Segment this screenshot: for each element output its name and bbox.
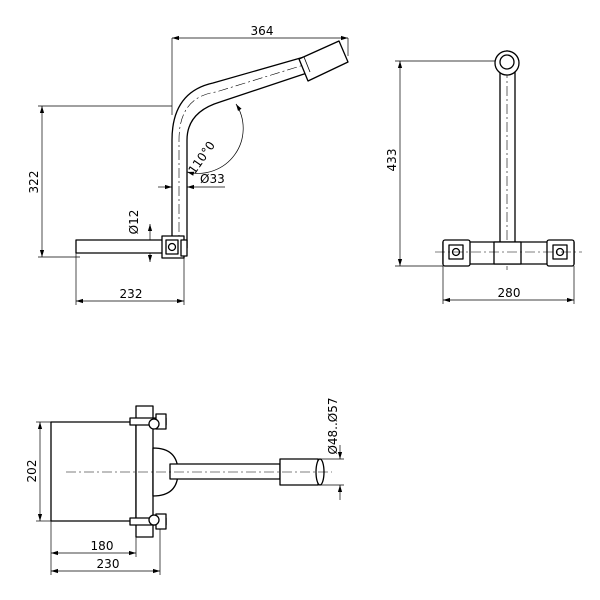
side-bent-pipe <box>171 56 311 249</box>
front-view: 433 280 <box>385 50 582 304</box>
dim-top-inner-width: 180 <box>91 539 114 553</box>
dim-front-height: 433 <box>385 149 399 172</box>
side-clamp-cap <box>180 239 188 257</box>
dim-side-height: 322 <box>27 171 41 194</box>
side-view: 364 322 110°0 Ø33 Ø12 232 <box>27 24 349 305</box>
top-clamp-body <box>50 421 137 522</box>
dim-side-pipe-diameter: Ø33 <box>200 172 225 186</box>
top-view: Ø48..Ø57 202 180 230 <box>25 397 344 575</box>
front-bracket-collar <box>493 241 522 265</box>
front-pipe <box>499 63 516 251</box>
top-plate-hole-lower <box>148 514 160 526</box>
dim-side-rod-diameter: Ø12 <box>127 210 141 235</box>
side-clamp-bolt <box>167 242 177 252</box>
dim-side-width-bottom: 232 <box>120 287 143 301</box>
top-pipe <box>169 463 281 480</box>
top-plate-hole-upper <box>148 418 160 430</box>
dim-side-width-top: 364 <box>251 24 274 38</box>
dim-top-pipe-end-diameter: Ø48..Ø57 <box>326 397 340 454</box>
front-pipe-top-inner <box>499 54 515 70</box>
side-pipe-sleeve <box>298 40 349 82</box>
dim-front-width: 280 <box>498 286 521 300</box>
side-sleeve-seam <box>303 56 311 73</box>
dim-top-height: 202 <box>25 460 39 483</box>
dim-top-outer-width: 230 <box>97 557 120 571</box>
